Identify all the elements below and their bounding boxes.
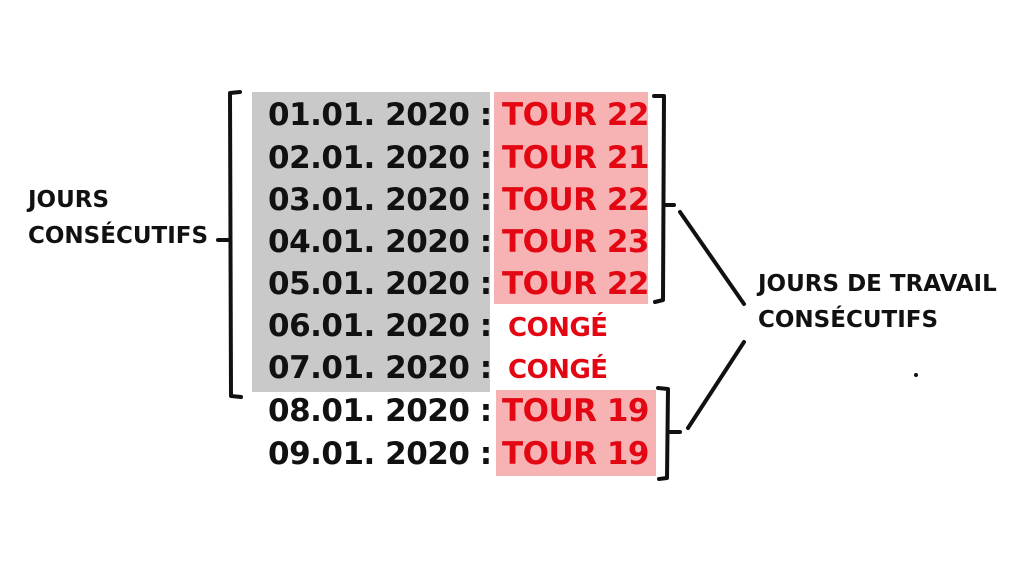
date-row-3: 03.01. 2020 : bbox=[268, 182, 492, 218]
shift-row-9: TOUR 19 bbox=[502, 436, 649, 472]
shift-row-7: CONGÉ bbox=[508, 355, 608, 385]
shift-row-2: TOUR 21 bbox=[502, 140, 649, 176]
connector-top bbox=[678, 210, 746, 306]
date-row-1: 01.01. 2020 : bbox=[268, 97, 492, 133]
date-row-5: 05.01. 2020 : bbox=[268, 266, 492, 302]
right-bracket-bottom bbox=[656, 386, 670, 481]
shift-row-6: CONGÉ bbox=[508, 313, 608, 343]
date-row-9: 09.01. 2020 : bbox=[268, 436, 492, 472]
date-row-6: 06.01. 2020 : bbox=[268, 308, 492, 344]
left-bracket bbox=[228, 90, 243, 399]
label-consecutive-work-days-line2: CONSÉCUTIFS bbox=[758, 307, 939, 333]
label-consecutive-work-days: JOURS DE TRAVAIL CONSÉCUTIFS bbox=[758, 266, 997, 338]
date-row-7: 07.01. 2020 : bbox=[268, 350, 492, 386]
connector-bottom bbox=[686, 340, 746, 430]
consecutive-days-highlight bbox=[252, 92, 490, 392]
shift-row-4: TOUR 23 bbox=[502, 224, 649, 260]
shift-row-1: TOUR 22 bbox=[502, 97, 649, 133]
shift-row-3: TOUR 22 bbox=[502, 182, 649, 218]
date-row-2: 02.01. 2020 : bbox=[268, 140, 492, 176]
date-row-4: 04.01. 2020 : bbox=[268, 224, 492, 260]
label-consecutive-days: JOURS CONSÉCUTIFS bbox=[28, 182, 208, 254]
label-consecutive-days-line2: CONSÉCUTIFS bbox=[28, 223, 209, 249]
ink-dot bbox=[914, 373, 918, 377]
shift-row-5: TOUR 22 bbox=[502, 266, 649, 302]
label-consecutive-days-line1: JOURS bbox=[28, 187, 110, 213]
label-consecutive-work-days-line1: JOURS DE TRAVAIL bbox=[758, 271, 997, 297]
shift-row-8: TOUR 19 bbox=[502, 393, 649, 429]
work-days-highlight-1 bbox=[494, 92, 648, 304]
date-row-8: 08.01. 2020 : bbox=[268, 393, 492, 429]
work-days-highlight-2 bbox=[496, 390, 656, 476]
right-bracket-top bbox=[652, 94, 666, 304]
